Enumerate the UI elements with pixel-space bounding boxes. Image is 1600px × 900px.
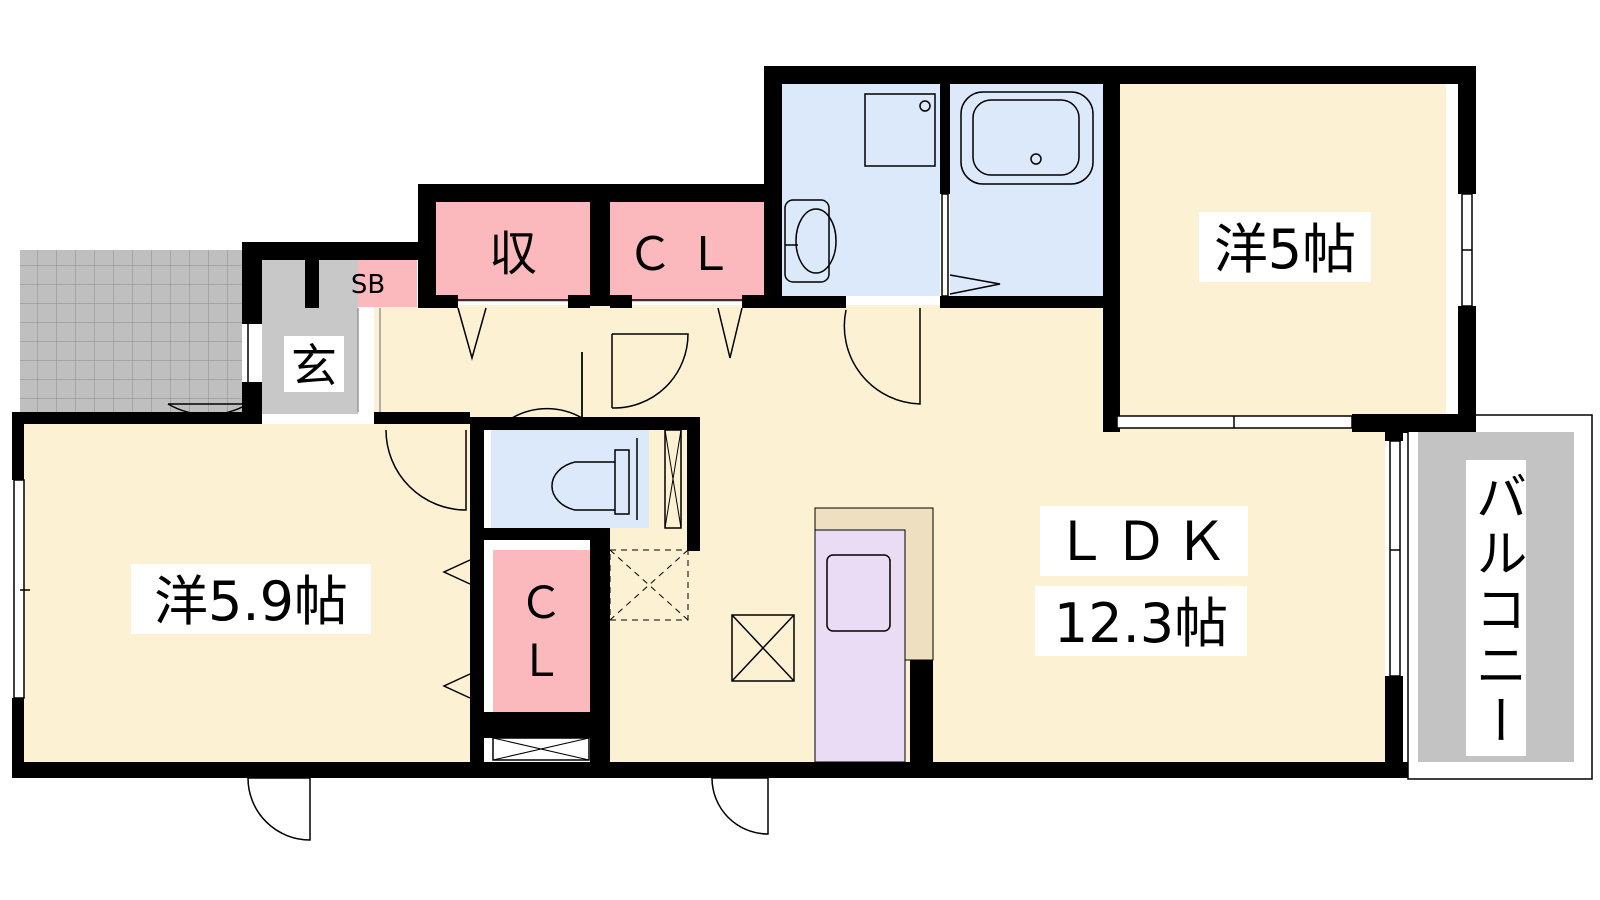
door-south-a: [247, 777, 311, 841]
closet-side: [493, 550, 590, 712]
porch-tiles: [20, 250, 242, 412]
toilet-bowl-icon: [551, 461, 615, 511]
doors: [167, 299, 921, 841]
fixtures: [492, 91, 1094, 761]
floor-hatch: [731, 614, 795, 682]
washbasin: [784, 199, 830, 283]
label-closet-side-1: Ｃ: [519, 578, 563, 629]
label-balcony: バルコニー: [1466, 470, 1526, 750]
labels: 洋5帖 洋5.9帖 ＬＤＫ 12.3帖 収 ＣＬ Ｃ Ｌ 玄 SB バルコニー: [131, 212, 1526, 756]
label-ldk: ＬＤＫ: [1054, 510, 1234, 573]
window-west: [13, 479, 25, 699]
bath-door-icon: [949, 274, 1001, 295]
door-washroom: [843, 308, 921, 405]
door-closet-top: [717, 307, 743, 359]
label-closet-side-2: Ｌ: [519, 636, 563, 687]
label-ldk-size: 12.3帖: [1054, 592, 1228, 655]
toilet-room: [491, 430, 649, 528]
fridge-space: [609, 549, 689, 621]
label-shoe-box: SB: [351, 270, 385, 300]
bath-drain-icon: [1030, 153, 1042, 165]
washroom: [778, 84, 940, 296]
label-western-a: 洋5帖: [1214, 218, 1356, 281]
door-entrance: [167, 324, 249, 416]
label-closet-top: ＣＬ: [627, 227, 747, 281]
door-western-b: [385, 429, 467, 511]
toilet-tank: [614, 449, 630, 515]
closet-top: [610, 202, 765, 302]
bathtub: [960, 91, 1094, 185]
washing-machine-pan: [864, 93, 936, 167]
door-ldk: [611, 333, 689, 409]
label-entrance: 玄: [291, 339, 337, 393]
windows: [13, 193, 1473, 699]
door-toilet: [511, 352, 583, 420]
window-balcony: [1389, 440, 1401, 677]
door-bath: [941, 193, 949, 297]
label-storage: 収: [489, 226, 537, 282]
door-closet-side: [442, 559, 471, 699]
walls: [12, 66, 1476, 778]
kitchen-sink: [826, 554, 891, 632]
door-storage: [457, 307, 487, 361]
bathtub-inner: [972, 99, 1080, 176]
door-south-b: [711, 777, 769, 835]
storage-room: [436, 202, 590, 302]
label-western-b: 洋5.9帖: [154, 570, 348, 633]
drain-icon: [919, 100, 931, 112]
hall: [374, 305, 604, 417]
washbasin-bowl-icon: [795, 208, 837, 274]
